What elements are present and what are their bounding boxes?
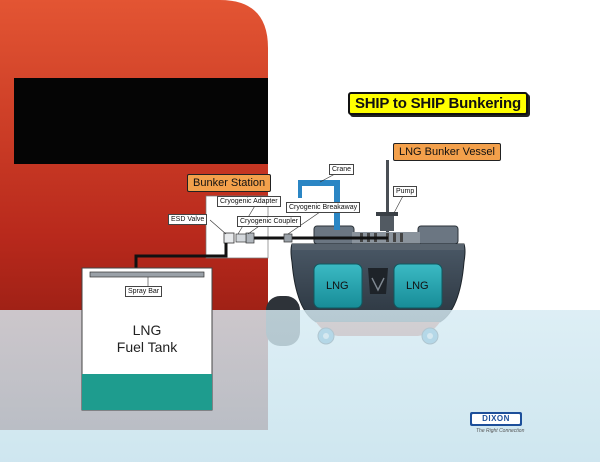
dixon-tagline: The Right Connection (476, 428, 525, 434)
cryogenic-coupler-label: Cryogenic Coupler (237, 216, 301, 227)
mast (386, 160, 389, 232)
vessel-tank-right-label: LNG (406, 280, 429, 292)
dixon-logo-text: DIXON (482, 414, 510, 423)
callout-lines (147, 173, 405, 290)
vessel-tank-left (313, 263, 363, 309)
spray-bar-label: Spray Bar (125, 286, 163, 297)
vessel-tank-right (393, 263, 443, 309)
vessel-center (368, 268, 388, 294)
crane-label: Crane (329, 164, 355, 175)
pump-head (376, 212, 398, 216)
tank-fill-pipe (134, 243, 228, 268)
vessel-tank-left-label: LNG (326, 280, 349, 292)
pump-label: Pump (393, 186, 418, 197)
fuel-tank-label-line2: Fuel Tank (116, 339, 178, 355)
spray-bar (89, 271, 205, 278)
dixon-logo (470, 412, 522, 426)
vessel-deck-stripe (292, 244, 464, 250)
fuel-tank-label-line1: LNG (132, 322, 162, 338)
ship-black-band (14, 78, 268, 164)
fuel-tank-liquid (82, 374, 212, 410)
esd-valve-label: ESD Valve (168, 214, 208, 225)
page-title: SHIP to SHIP Bunkering (348, 92, 528, 115)
coupler (245, 232, 255, 244)
crane-boom (298, 180, 340, 186)
cryogenic-adapter-label: Cryogenic Adapter (217, 196, 281, 207)
crane-hook (298, 180, 302, 198)
adapter (235, 233, 247, 243)
breakaway (283, 233, 293, 243)
vessel-deck-right (417, 225, 459, 245)
lng-bunker-vessel-label: LNG Bunker Vessel (393, 143, 501, 161)
pump-body (380, 215, 394, 231)
bunker-station-label: Bunker Station (187, 174, 272, 192)
fuel-tank-label: LNG Fuel Tank (82, 322, 212, 356)
cryogenic-breakaway-label: Cryogenic Breakaway (286, 202, 361, 213)
esd-valve (223, 232, 235, 244)
